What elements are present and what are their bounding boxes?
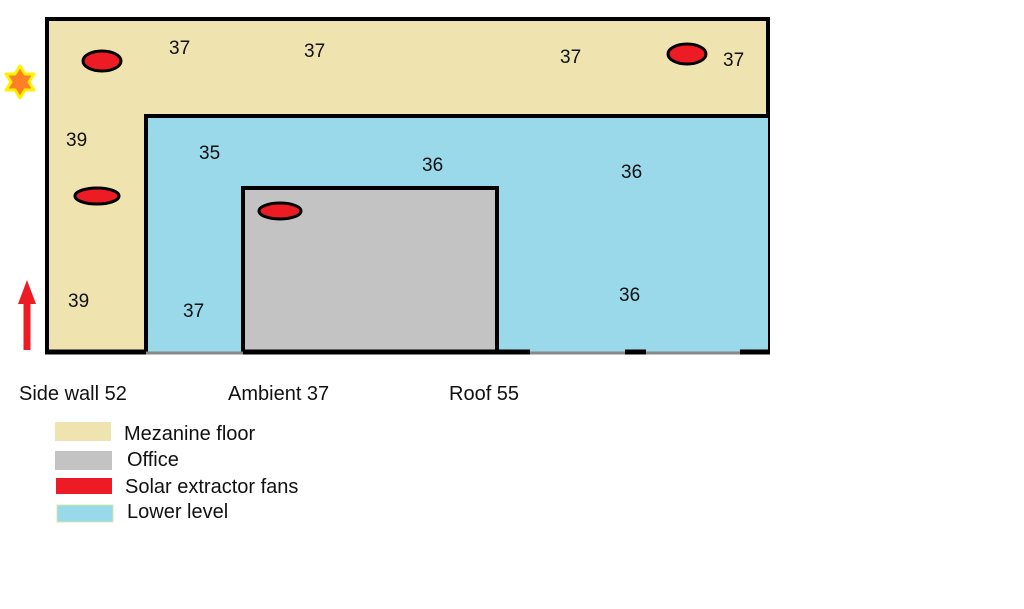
solar-fan-icon <box>81 49 123 73</box>
roof-label: Roof 55 <box>449 383 519 405</box>
lower-level-edge <box>144 114 768 352</box>
solar-fan-icon <box>73 186 121 206</box>
side-wall-label: Side wall 52 <box>19 383 127 405</box>
ambient-label: Ambient 37 <box>228 383 329 405</box>
legend: Mezanine floor Office Solar extractor fa… <box>55 422 298 523</box>
temp-reading: 36 <box>422 155 443 176</box>
legend-label: Office <box>127 449 179 471</box>
temp-reading: 36 <box>619 285 640 306</box>
legend-swatch-lower <box>56 504 114 523</box>
solar-fan-icon <box>666 42 708 66</box>
legend-label: Solar extractor fans <box>125 476 298 498</box>
legend-label: Lower level <box>127 501 228 523</box>
solar-fan-icon <box>257 201 303 221</box>
temp-reading: 37 <box>560 47 581 68</box>
temp-reading: 39 <box>66 130 87 151</box>
temp-reading: 37 <box>183 301 204 322</box>
temp-reading: 37 <box>169 38 190 59</box>
temp-reading: 36 <box>621 162 642 183</box>
side-wall-arrow-icon <box>18 280 36 304</box>
temp-reading: 39 <box>68 291 89 312</box>
legend-label: Mezanine floor <box>124 423 256 445</box>
temp-reading: 35 <box>199 143 220 164</box>
sun-star-icon <box>4 64 36 100</box>
temp-reading: 37 <box>304 41 325 62</box>
legend-swatch-office <box>55 451 112 470</box>
temp-reading: 37 <box>723 50 744 71</box>
legend-swatch-fans <box>56 478 112 494</box>
legend-swatch-mezzanine <box>55 422 111 441</box>
